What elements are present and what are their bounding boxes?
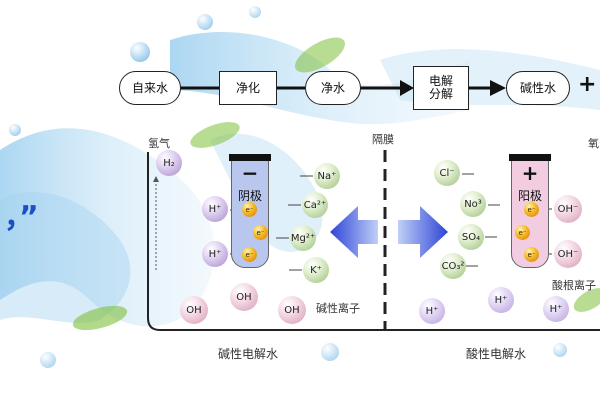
ion-cl: Cl⁻ xyxy=(434,160,460,186)
flow-tap-water: 自来水 xyxy=(119,71,181,105)
ion-oh-1: OH xyxy=(180,296,208,324)
label-alkaline-electrolyzed: 碱性电解水 xyxy=(218,347,279,361)
electron-anode-1: e⁻ xyxy=(524,202,539,217)
flow-electrolysis-line1: 电解 xyxy=(428,74,453,88)
cathode-sign: − xyxy=(241,161,259,185)
leaf-decoration xyxy=(573,288,600,312)
ion-h-plus-1: H⁺ xyxy=(202,196,228,222)
arrow-to-cathode xyxy=(330,206,378,258)
cathode-name: 阴极 xyxy=(237,189,262,203)
electron-anode-3: e⁻ xyxy=(524,247,539,262)
ion-oh-2: OH xyxy=(230,283,258,311)
label-hydrogen: 氢气 xyxy=(148,137,170,150)
water-drop xyxy=(40,352,56,368)
ion-h-plus-4: H⁺ xyxy=(419,298,445,324)
electron-cathode-3: e⁻ xyxy=(242,247,257,262)
ion-oh-minus-1: OH⁻ xyxy=(554,195,582,223)
ion-no3: No³ xyxy=(460,191,486,217)
anode-sign: + xyxy=(521,161,539,185)
ion-oh-minus-2: OH⁻ xyxy=(554,240,582,268)
electron-cathode-1: e⁻ xyxy=(242,202,257,217)
flow-plus: + xyxy=(578,72,597,97)
quote-mark: ，” xyxy=(4,200,39,235)
ion-so4: SO₄ xyxy=(458,224,484,250)
ion-k: K⁺ xyxy=(303,257,329,283)
label-acid-radical-ions: 酸根离子 xyxy=(552,279,596,292)
water-drop xyxy=(249,6,261,18)
water-drop xyxy=(9,124,21,136)
water-drop xyxy=(130,42,150,62)
water-drop xyxy=(197,14,213,30)
label-oxygen-partial: 氧 xyxy=(588,137,599,150)
ion-h-plus-5: H⁺ xyxy=(543,296,569,322)
ion-h2: H₂ xyxy=(156,150,182,176)
flow-purify: 净化 xyxy=(219,71,277,105)
leaf-decoration xyxy=(295,37,345,73)
ion-h-plus-2: H⁺ xyxy=(202,241,228,267)
label-alkali-ions: 碱性离子 xyxy=(316,302,360,315)
ion-oh-3: OH xyxy=(278,296,306,324)
flow-pure-water: 净水 xyxy=(305,71,361,105)
anode-cap xyxy=(509,154,551,161)
water-drop xyxy=(553,343,567,357)
label-membrane: 隔膜 xyxy=(372,133,394,146)
cathode-cap xyxy=(229,154,271,161)
flow-electrolysis-line2: 分解 xyxy=(428,87,453,101)
arrow-to-anode xyxy=(398,206,448,258)
electron-anode-2: e⁻ xyxy=(515,225,530,240)
ion-mg: Mg²⁺ xyxy=(290,225,316,251)
ion-h-plus-3: H⁺ xyxy=(488,287,514,313)
flow-alkaline-water: 碱性水 xyxy=(506,71,570,105)
flow-electrolysis: 电解 分解 xyxy=(413,66,469,110)
electron-cathode-2: e⁻ xyxy=(253,225,268,240)
ion-co3: CO₃² xyxy=(440,253,466,279)
label-acidic-electrolyzed: 酸性电解水 xyxy=(466,347,527,361)
leaf-decoration xyxy=(190,122,240,148)
ion-ca: Ca²⁺ xyxy=(302,192,328,218)
leaf-decoration xyxy=(72,305,128,331)
ion-na: Na⁺ xyxy=(314,163,340,189)
anode-name: 阳极 xyxy=(517,189,542,203)
water-drop xyxy=(321,343,339,361)
